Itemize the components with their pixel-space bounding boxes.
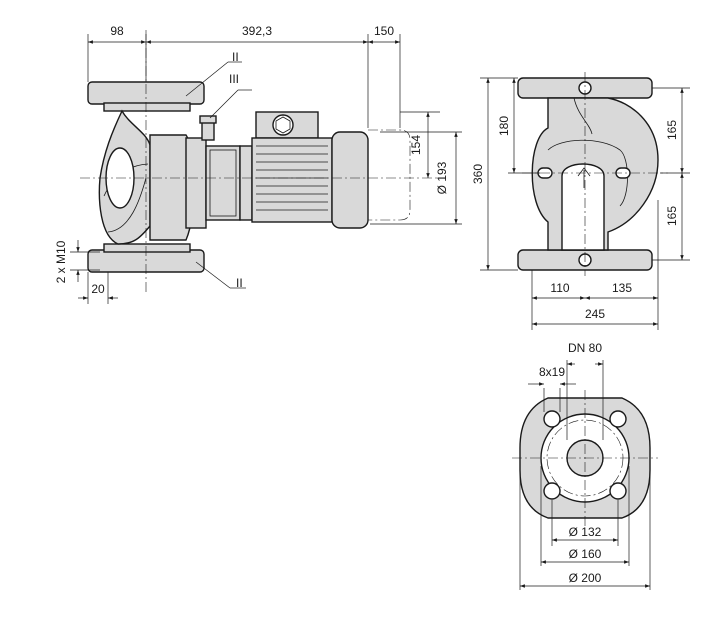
dim-foot-width: 20 (91, 282, 105, 296)
dim-bolt-circle-160: Ø 160 (569, 547, 602, 561)
callout-lower: II (236, 276, 243, 290)
side-view: 98 392,3 150 154 Ø 193 2 x M10 20 II III… (54, 24, 462, 304)
top-flange-collar (103, 102, 191, 112)
dim-motor-overhang: 150 (374, 24, 394, 38)
dim-right-lower: 165 (665, 206, 679, 226)
front-view: 360 180 165 165 110 135 245 (471, 72, 690, 330)
dimension-lines (70, 34, 462, 304)
dim-overall-length: 392,3 (242, 24, 272, 38)
lantern (185, 137, 207, 229)
dim-width-left: 110 (550, 281, 569, 295)
dim-total-width: 245 (585, 307, 605, 321)
vent-valve (201, 121, 215, 141)
dim-outer-diameter: Ø 200 (569, 571, 602, 585)
bolt-hole (609, 482, 627, 500)
bolt-hole (543, 482, 561, 500)
dim-flange-offset: 98 (110, 24, 124, 38)
callout-valve: III (229, 72, 239, 86)
flange-dimension-lines (519, 360, 651, 590)
flange-view: DN 80 8x19 Ø 132 Ø 160 Ø 200 (512, 341, 658, 590)
dim-foot-thread: 2 x M10 (54, 240, 68, 283)
dim-motor-diameter: Ø 193 (435, 161, 449, 194)
dim-upper-height: 180 (497, 116, 511, 136)
dim-width-right: 135 (612, 281, 632, 295)
motor-body (251, 137, 333, 223)
callout-upper: II (232, 50, 239, 64)
dim-nominal-diameter: DN 80 (568, 341, 602, 355)
bottom-flange-collar (103, 243, 191, 253)
bolt-hole (609, 410, 627, 428)
motor-fan-cover (331, 131, 369, 229)
bolt-hole (543, 410, 561, 428)
dim-total-height: 360 (471, 164, 485, 184)
dim-bolt-holes: 8x19 (539, 365, 565, 379)
dim-motor-height: 154 (409, 135, 423, 155)
coupling-housing (205, 145, 241, 221)
dim-right-upper: 165 (665, 120, 679, 140)
motor-fins (256, 145, 328, 211)
dim-bolt-circle-132: Ø 132 (569, 525, 602, 539)
front-dimension-lines (480, 77, 690, 330)
